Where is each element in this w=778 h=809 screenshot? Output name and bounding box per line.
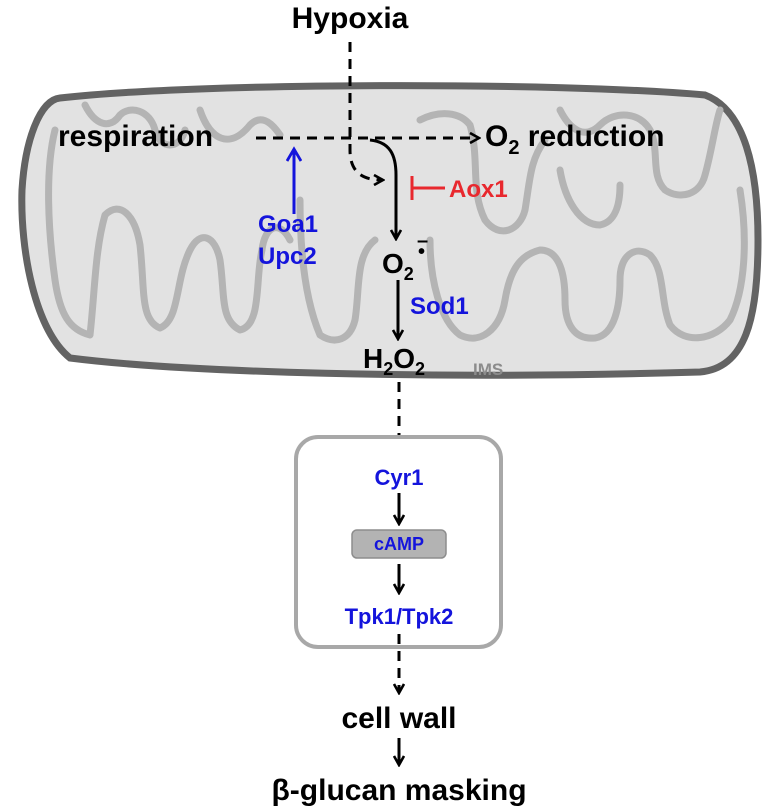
inner-membrane-cristae (45, 101, 748, 344)
hypoxia-dashed-arrow (348, 42, 382, 180)
outer-membrane (18, 82, 762, 379)
o2-reduction-label: O2 reduction (485, 120, 664, 159)
ims-label: IMS (473, 360, 503, 379)
goa1-label: Goa1 (258, 211, 318, 238)
beta-glucan-masking-label: β-glucan masking (271, 774, 526, 807)
cell-wall-label: cell wall (341, 702, 456, 735)
sod1-label: Sod1 (410, 293, 469, 320)
superoxide-label: O2 (382, 248, 414, 284)
cyr1-label: Cyr1 (375, 465, 424, 490)
upc2-label: Upc2 (258, 243, 317, 270)
branch-to-superoxide-arrow (369, 138, 396, 238)
camp-label: cAMP (374, 534, 424, 554)
h2o2-label: H2O2 (363, 343, 425, 379)
superoxide-charge: – (417, 230, 428, 252)
respiration-label: respiration (58, 120, 213, 153)
aox1-label: Aox1 (449, 176, 508, 203)
aox1-inhibition-icon (410, 176, 445, 200)
camp-box (351, 529, 447, 559)
tpk-label: Tpk1/Tpk2 (345, 604, 454, 629)
hypoxia-label: Hypoxia (292, 2, 409, 35)
superoxide-radical-dot: • (418, 241, 425, 263)
